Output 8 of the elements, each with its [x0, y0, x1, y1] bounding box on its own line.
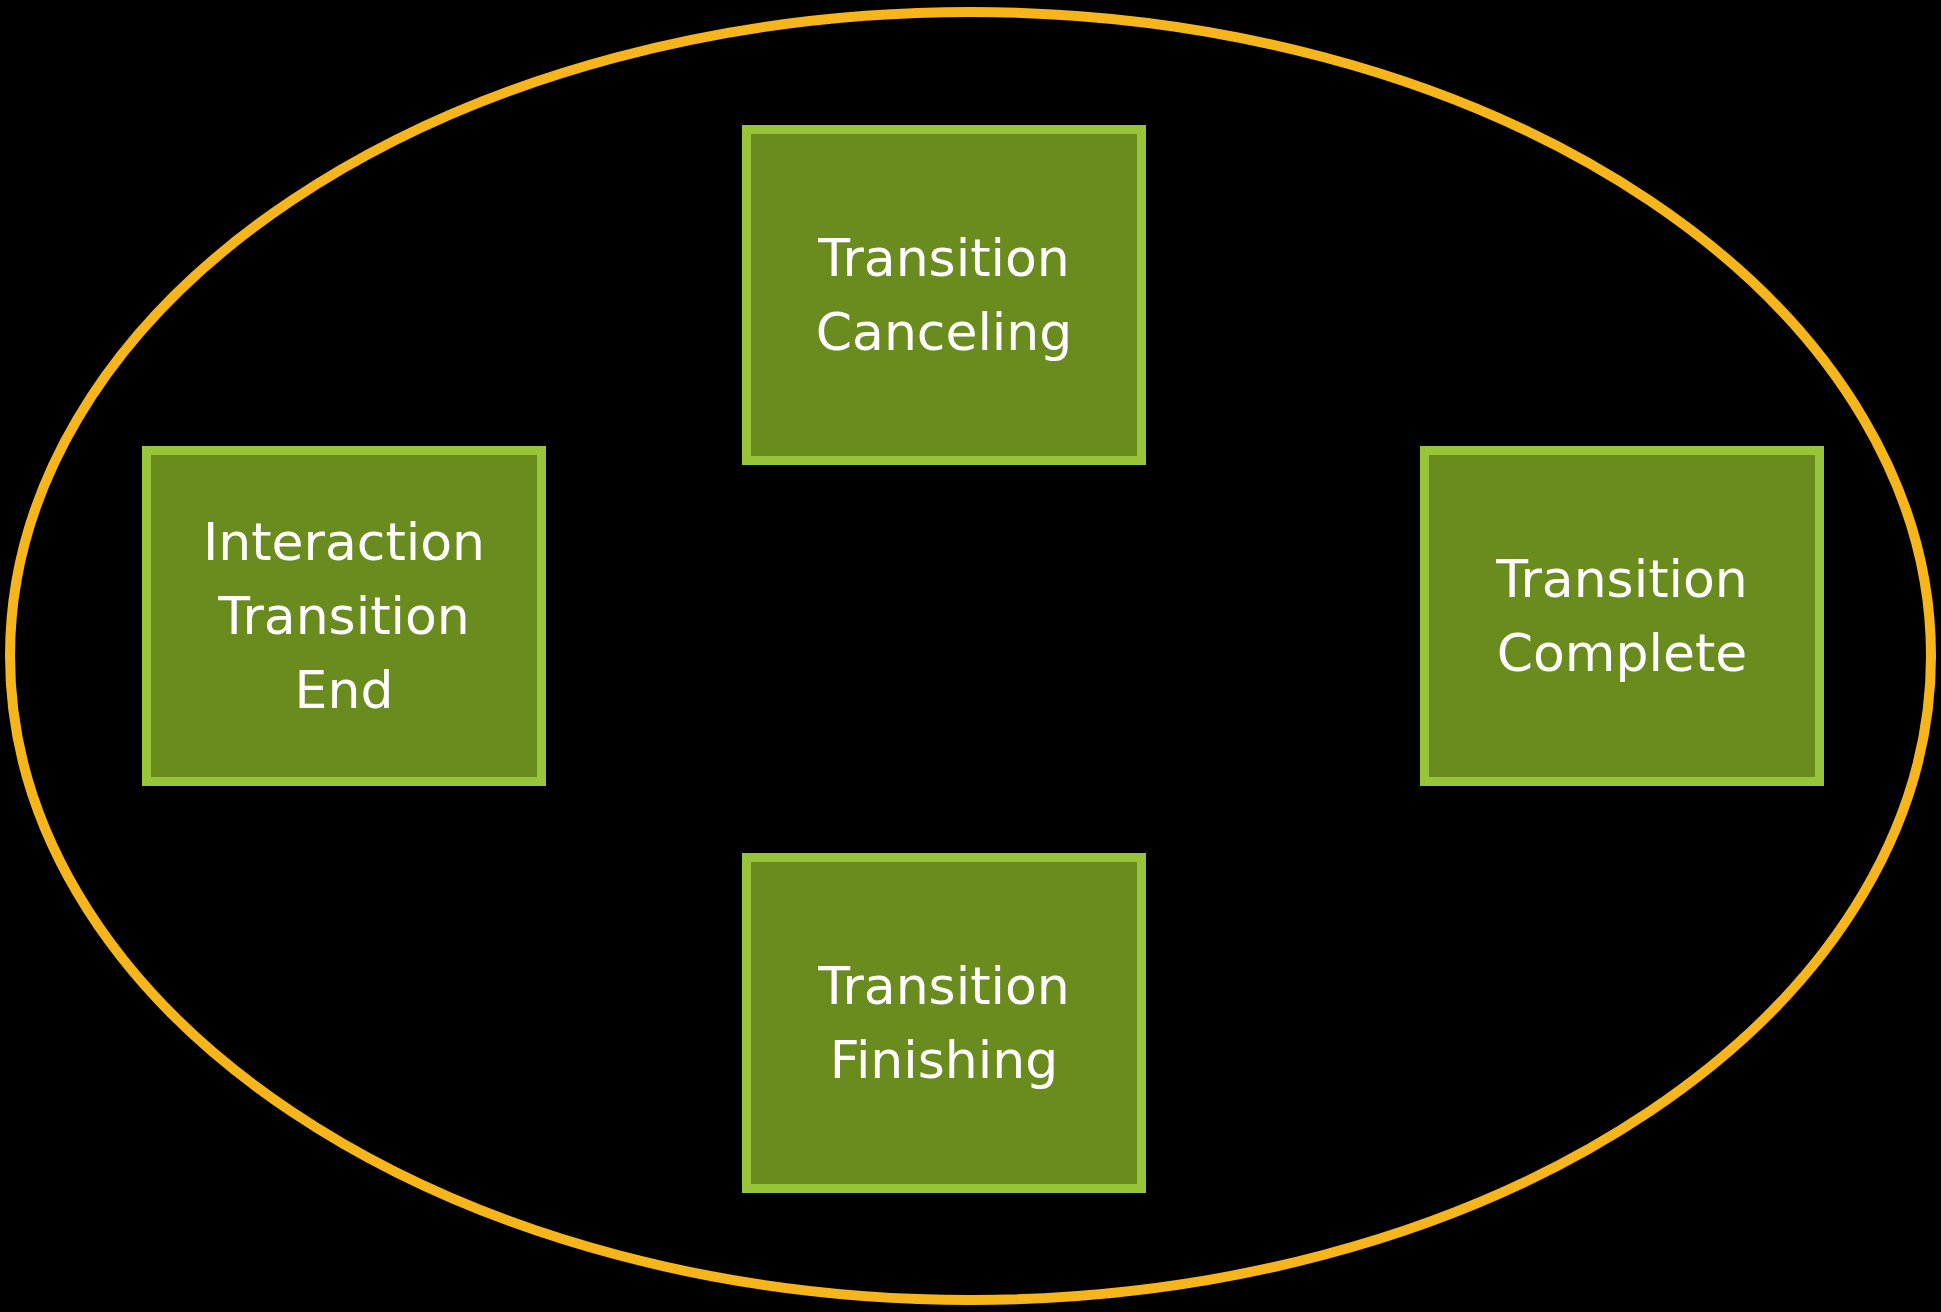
state-box [742, 853, 1146, 1193]
state-label: Transition Canceling [814, 227, 1074, 364]
state-label: Transition Complete [1495, 548, 1749, 685]
state-box [1420, 446, 1824, 786]
state-box [142, 446, 546, 786]
state-label: Interaction Transition End [201, 511, 487, 722]
state-box [742, 125, 1146, 465]
state-label: Transition Finishing [817, 955, 1071, 1092]
